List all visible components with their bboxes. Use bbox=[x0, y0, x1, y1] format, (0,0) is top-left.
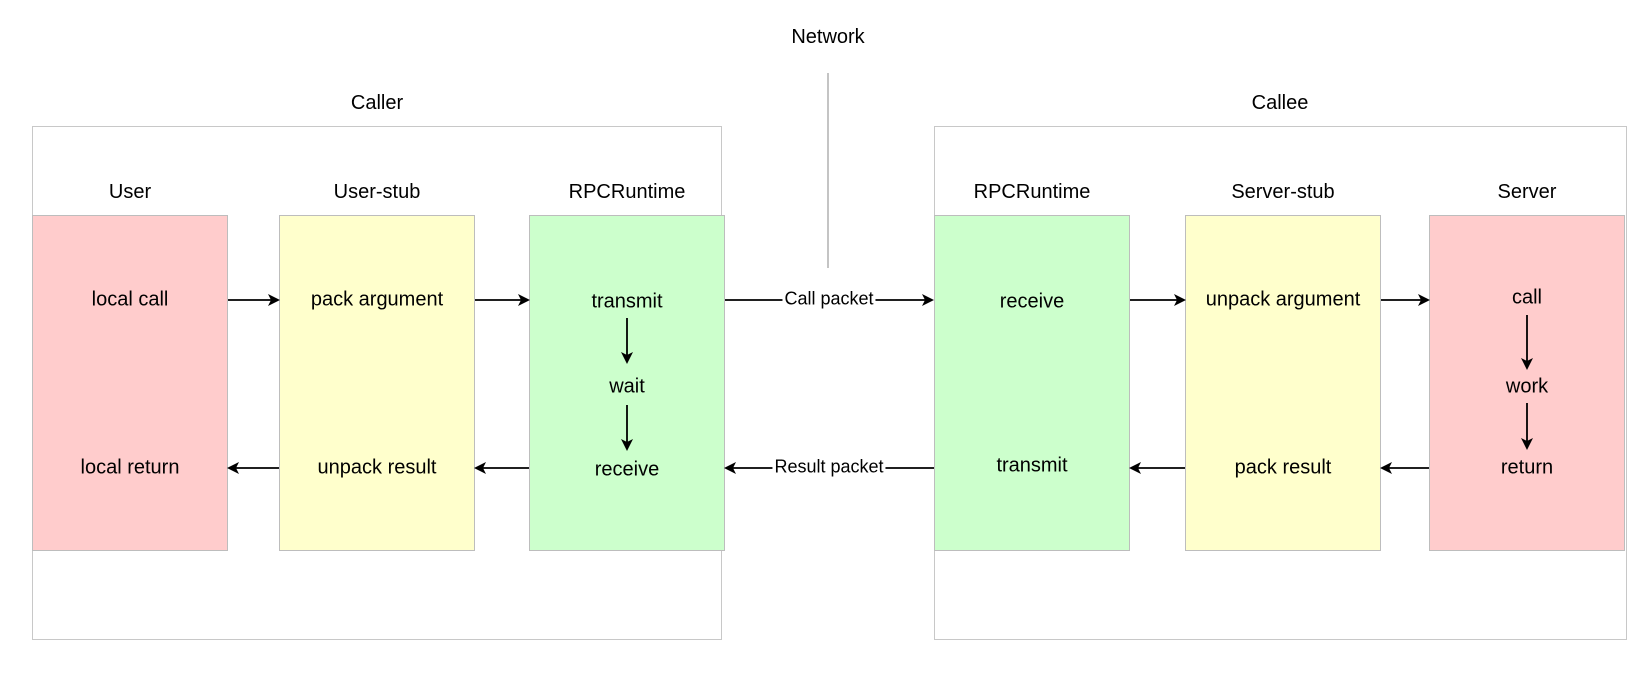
step-pack-result: pack result bbox=[1234, 456, 1332, 479]
step-callee-transmit: transmit bbox=[996, 454, 1068, 477]
step-caller-transmit: transmit bbox=[591, 290, 663, 313]
server-stub-column bbox=[1185, 215, 1381, 551]
step-server-work: work bbox=[1505, 375, 1549, 398]
step-unpack-result: unpack result bbox=[317, 456, 437, 479]
caller-title: Caller bbox=[350, 92, 404, 114]
step-server-return: return bbox=[1500, 456, 1554, 479]
step-server-call: call bbox=[1511, 286, 1543, 309]
server-column-title: Server bbox=[1497, 181, 1557, 203]
step-callee-receive: receive bbox=[999, 290, 1065, 313]
server-stub-column-title: Server-stub bbox=[1231, 181, 1335, 203]
step-caller-receive: receive bbox=[594, 458, 660, 481]
step-pack-argument: pack argument bbox=[310, 288, 444, 311]
result-packet-label: Result packet bbox=[772, 456, 886, 478]
caller-rpcruntime-column bbox=[529, 215, 725, 551]
step-local-return: local return bbox=[80, 456, 180, 479]
step-local-call: local call bbox=[91, 288, 169, 311]
server-column bbox=[1429, 215, 1625, 551]
user-column bbox=[32, 215, 228, 551]
callee-rpcruntime-column-title: RPCRuntime bbox=[973, 181, 1091, 203]
network-label: Network bbox=[791, 26, 865, 48]
call-packet-label: Call packet bbox=[782, 288, 876, 310]
step-caller-wait: wait bbox=[609, 375, 645, 398]
callee-rpcruntime-column bbox=[934, 215, 1130, 551]
step-unpack-argument: unpack argument bbox=[1205, 288, 1361, 311]
user-stub-column bbox=[279, 215, 475, 551]
user-stub-column-title: User-stub bbox=[333, 181, 421, 203]
user-column-title: User bbox=[108, 181, 152, 203]
callee-title: Callee bbox=[1251, 92, 1309, 114]
caller-rpcruntime-column-title: RPCRuntime bbox=[568, 181, 686, 203]
